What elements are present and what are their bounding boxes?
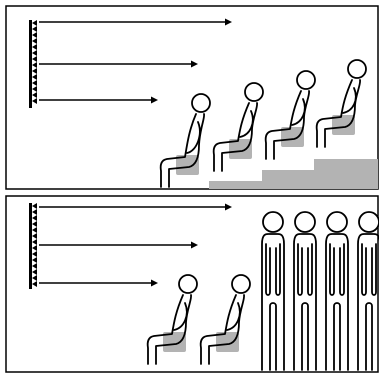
seated-arm <box>342 87 357 114</box>
seated-arm <box>291 98 306 126</box>
seated-body <box>264 90 311 160</box>
standing-head <box>358 211 379 233</box>
standing-body <box>293 233 317 371</box>
seated-arm <box>186 121 201 154</box>
standing-person-3 <box>325 211 349 371</box>
seated-arm <box>173 302 188 331</box>
seat-cushion <box>176 155 199 175</box>
sound-arrow-head <box>151 279 158 287</box>
standing-person-1 <box>261 211 285 371</box>
speaker-panel-icon <box>29 203 37 289</box>
standing-body <box>357 233 379 371</box>
seated-person-1 <box>159 93 211 188</box>
seated-head <box>191 93 211 113</box>
speaker-panel-icon <box>29 20 37 108</box>
standing-head <box>294 211 316 233</box>
standing-head <box>326 211 348 233</box>
seated-person-2 <box>199 274 251 365</box>
seated-arm <box>239 110 254 138</box>
speaker-teeth <box>32 203 37 287</box>
sound-arrow-group <box>39 203 232 287</box>
sound-arrow-head <box>191 60 198 68</box>
seated-head <box>178 274 198 294</box>
riser-tier-1 <box>209 181 378 189</box>
seated-head <box>296 70 316 90</box>
standing-arm-right <box>371 243 377 296</box>
standing-arm-left <box>361 243 367 296</box>
seated-body <box>146 294 193 365</box>
sound-arrow-head <box>225 18 232 26</box>
standing-arm-right <box>275 243 281 296</box>
seated-body <box>212 102 259 172</box>
standing-arm-right <box>339 243 345 296</box>
seated-body <box>199 294 246 365</box>
seat-cushion <box>216 332 239 352</box>
seated-head <box>244 82 264 102</box>
seated-body <box>159 113 206 188</box>
panel-frame <box>5 195 379 373</box>
seat-cushion <box>281 127 304 147</box>
sound-arrow-head <box>151 96 158 104</box>
standing-head <box>262 211 284 233</box>
riser-tier-3 <box>314 159 378 170</box>
seated-head <box>231 274 251 294</box>
riser-tier-2 <box>262 170 378 181</box>
seat-cushion <box>332 115 355 135</box>
standing-arm-right <box>307 243 313 296</box>
sound-arrow-head <box>191 241 198 249</box>
standing-arm-left <box>329 243 335 296</box>
seated-person-1 <box>146 274 198 365</box>
speaker-teeth <box>32 20 37 104</box>
seated-person-4 <box>315 59 367 148</box>
seated-body <box>315 79 362 148</box>
panel-tiered-seating <box>5 5 379 190</box>
riser-group <box>209 159 378 189</box>
panel-flat-floor-mixed <box>5 195 379 373</box>
seated-arm <box>226 302 241 331</box>
standing-person-4 <box>357 211 379 371</box>
standing-arm-left <box>297 243 303 296</box>
seated-person-2 <box>212 82 264 172</box>
seat-cushion <box>163 332 186 352</box>
standing-body <box>325 233 349 371</box>
sound-arrow-group <box>39 18 232 104</box>
sound-arrow-head <box>225 203 232 211</box>
seat-cushion <box>229 139 252 159</box>
standing-person-2 <box>293 211 317 371</box>
standing-arm-left <box>265 243 271 296</box>
speaker-bar <box>29 203 32 289</box>
seated-head <box>347 59 367 79</box>
panel-frame <box>5 5 379 190</box>
standing-body <box>261 233 285 371</box>
speaker-bar <box>29 20 32 108</box>
seated-person-3 <box>264 70 316 160</box>
